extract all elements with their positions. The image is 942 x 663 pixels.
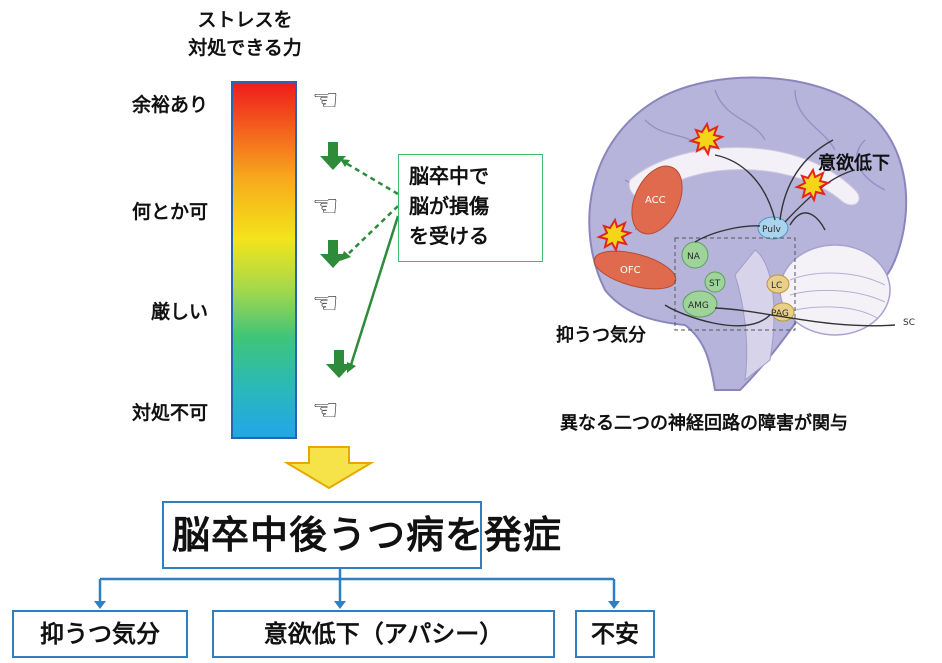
brain-caption: 異なる二つの神経回路の障害が関与 bbox=[560, 413, 848, 434]
na-label: NA bbox=[687, 252, 701, 262]
main-suffix-text: を発症 bbox=[445, 513, 563, 557]
heading-line2: 対処できる力 bbox=[188, 37, 302, 59]
heading-line1: ストレスを bbox=[197, 9, 293, 31]
stress-coping-heading: ストレスを 対処できる力 bbox=[160, 6, 330, 62]
amg-label: AMG bbox=[688, 301, 709, 311]
lc-label: LC bbox=[771, 281, 782, 291]
tree-connectors bbox=[94, 569, 620, 609]
callout-line1: 脳卒中で bbox=[409, 164, 489, 188]
acc-region bbox=[631, 165, 683, 235]
level-label: 対処不可 bbox=[131, 402, 208, 424]
main-statement: 脳卒中後うつ病を発症 bbox=[172, 503, 562, 567]
callout-line3: を受ける bbox=[409, 224, 489, 248]
pointing-hand-icon: ☜ bbox=[312, 189, 339, 224]
symptom-anxiety: 不安 bbox=[575, 610, 655, 658]
level-label: 厳しい bbox=[150, 301, 208, 323]
main-boxed-text: 脳卒中後うつ病 bbox=[172, 513, 446, 557]
down-arrow-icon bbox=[283, 446, 375, 490]
connector-line bbox=[348, 215, 400, 369]
burst-icon bbox=[596, 217, 633, 253]
down-arrow-icon bbox=[326, 350, 352, 378]
pointing-hand-icon: ☜ bbox=[312, 286, 339, 321]
callout-line2: 脳が損傷 bbox=[409, 194, 489, 218]
lc-node bbox=[766, 274, 790, 294]
burst-icon bbox=[688, 121, 725, 157]
down-arrow-icon bbox=[320, 240, 346, 268]
st-node bbox=[704, 271, 726, 293]
pointing-hand-icon: ☜ bbox=[312, 393, 339, 428]
brainstem bbox=[734, 249, 775, 382]
level-label: 何とか可 bbox=[131, 201, 208, 223]
ofc-region bbox=[593, 250, 677, 290]
cerebellum bbox=[779, 244, 891, 336]
down-arrow-icon bbox=[320, 142, 346, 170]
decline-arrows bbox=[320, 142, 400, 378]
main-highlight-box bbox=[162, 501, 482, 569]
connector-line bbox=[343, 205, 399, 259]
brain-outline bbox=[588, 76, 908, 391]
symptom-apathy: 意欲低下（アパシー） bbox=[212, 610, 555, 658]
brain-illustration: ACC OFC NA ST AMG Pulv LC PAG SC bbox=[588, 76, 915, 391]
stroke-damage-callout: 脳卒中で 脳が損傷 を受ける bbox=[398, 154, 543, 262]
connector-line bbox=[343, 160, 399, 196]
symptom-depressed-mood: 抑うつ気分 bbox=[12, 610, 188, 658]
depressed-mood-label: 抑うつ気分 bbox=[556, 325, 646, 346]
st-label: ST bbox=[709, 279, 721, 289]
sc-label: SC bbox=[903, 318, 915, 328]
acc-label: ACC bbox=[645, 195, 666, 206]
pulv-node bbox=[757, 216, 789, 240]
stress-gradient-bar bbox=[231, 81, 297, 439]
pag-label: PAG bbox=[771, 309, 789, 319]
amg-node bbox=[682, 290, 718, 318]
burst-icon bbox=[794, 167, 831, 203]
pulv-label: Pulv bbox=[762, 225, 781, 235]
pointing-hand-icon: ☜ bbox=[312, 83, 339, 118]
level-label: 余裕あり bbox=[131, 94, 208, 116]
ofc-label: OFC bbox=[620, 265, 641, 276]
apathy-label: 意欲低下 bbox=[818, 153, 890, 174]
